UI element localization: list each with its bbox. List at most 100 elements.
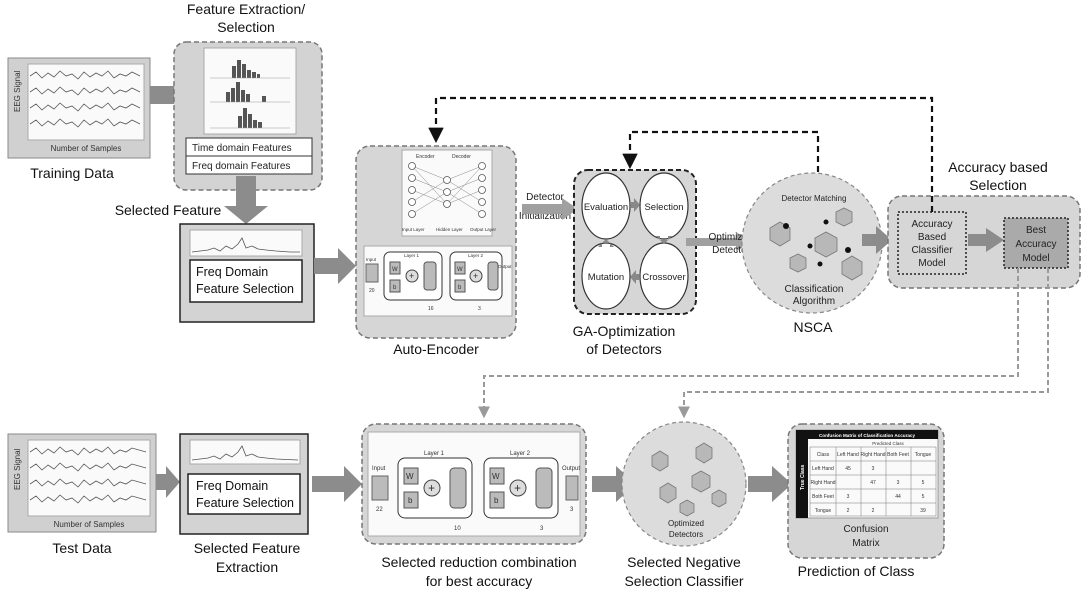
classification-algo-line-2: Algorithm xyxy=(793,296,835,307)
red-plus2: + xyxy=(514,481,521,495)
detector-init-line-2: Initialization xyxy=(519,211,571,222)
selected-extraction-caption-2: Extraction xyxy=(216,559,278,575)
matrix-header-2: Right Hand xyxy=(860,452,885,458)
predicted-class-label: Predicted Class xyxy=(872,441,904,446)
red-layer1-label: Layer 1 xyxy=(424,451,445,457)
ga-arrow-sel-to-cross xyxy=(656,236,672,244)
test-spectrum-line xyxy=(191,445,299,461)
feedback-to-ga xyxy=(622,130,820,172)
optimized-detector-line-2: Detector xyxy=(712,245,750,256)
neural-network-graph xyxy=(411,165,483,215)
best-model-to-classifier xyxy=(678,268,1049,419)
detector-init-line-1: Detector xyxy=(526,192,564,203)
red-out-size: 3 xyxy=(540,526,544,532)
freq-domain-line-2: Feature Selection xyxy=(196,282,294,296)
matrix-header-1: Left Hand xyxy=(837,452,859,458)
nsca-caption: NSCA xyxy=(794,319,834,335)
arrow-nsca-to-accuracy xyxy=(862,226,892,254)
classifier-model-line-2: Based xyxy=(918,232,946,243)
matrix-cell: 3 xyxy=(897,480,900,486)
ae-plus2: + xyxy=(473,271,478,281)
selected-feature-caption: Selected Feature xyxy=(115,202,222,218)
negative-selection-block: Optimized Detectors xyxy=(621,421,747,547)
ga-optimization-block: Evaluation Selection Mutation Crossover xyxy=(573,169,697,315)
red-b1: b xyxy=(408,496,413,505)
matrix-header-4: Tongue xyxy=(915,452,932,458)
ga-caption-2: of Detectors xyxy=(586,341,661,357)
accuracy-title-2: Selection xyxy=(969,177,1027,193)
detector-matching-label: Detector Matching xyxy=(782,194,847,203)
red-b2: b xyxy=(494,496,499,505)
ae-mid-size: 16 xyxy=(428,306,434,312)
matrix-header-3: Both Feet xyxy=(887,452,909,458)
matrix-cell: 45 xyxy=(845,466,851,472)
red-mid-size: 10 xyxy=(454,526,461,532)
arrow-test-to-extraction xyxy=(156,466,180,498)
ae-b2: b xyxy=(458,285,462,291)
feedback-to-autoencoder xyxy=(428,96,934,212)
ga-arrow-mut-to-eval xyxy=(598,239,614,247)
feature-extraction-title-1: Feature Extraction/ xyxy=(187,1,305,17)
optimized-detectors-line-2: Detectors xyxy=(669,530,703,539)
freq-domain-line-1: Freq Domain xyxy=(196,265,268,279)
classification-algo-line-1: Classification xyxy=(785,284,844,295)
ae-input-label: Input xyxy=(366,257,377,262)
matrix-grid xyxy=(809,446,937,517)
auto-encoder-block: Encoder Decoder Input Layer Hidden Layer… xyxy=(355,145,517,339)
red-layer2-label: Layer 2 xyxy=(510,451,531,457)
feature-extraction-title-2: Selection xyxy=(217,19,275,35)
red-input-size: 22 xyxy=(376,507,383,513)
test-freq-domain-line-2: Feature Selection xyxy=(196,496,294,510)
red-w1: W xyxy=(406,472,414,481)
ae-b1: b xyxy=(393,285,397,291)
matrix-title: Confusion Matrix of Classification Accur… xyxy=(819,433,916,438)
samples-axis-label: Number of Samples xyxy=(51,144,122,153)
matched-points xyxy=(783,219,851,267)
arrow-classifier-to-prediction xyxy=(748,466,792,502)
arrow-extraction-to-reduction xyxy=(312,466,362,502)
feature-extraction-block: Time domain Features Freq domain Feature… xyxy=(173,41,323,191)
matrix-cell: 39 xyxy=(920,508,926,514)
optimized-detector-line-1: Optimized xyxy=(708,232,753,243)
red-output-label: Output xyxy=(562,466,580,472)
reduction-caption-2: for best accuracy xyxy=(426,573,533,589)
eeg-waveform-test xyxy=(29,446,147,504)
ae-input-size: 20 xyxy=(369,288,375,294)
matrix-header-0: Class xyxy=(817,452,830,458)
input-layer-label: Input Layer xyxy=(402,227,425,232)
red-input-label: Input xyxy=(372,466,386,472)
nsca-block: Detector Matching Classification Algorit… xyxy=(741,172,883,314)
arrow-selected-to-autoencoder xyxy=(314,248,356,284)
selected-feature-extraction-block: Freq Domain Feature Selection xyxy=(179,433,309,535)
negative-selection-caption-1: Selected Negative xyxy=(627,554,741,570)
test-data-block: EEG Signal Number of Samples xyxy=(7,433,157,533)
matrix-cell: 47 xyxy=(870,480,876,486)
arrow-ga-to-nsca xyxy=(686,232,750,252)
red-out-size-right: 3 xyxy=(570,507,574,513)
prediction-caption: Prediction of Class xyxy=(798,563,915,579)
ae-output-label: Output xyxy=(498,264,512,269)
accuracy-title-1: Accuracy based xyxy=(948,159,1048,175)
matrix-cell: 3 xyxy=(872,466,875,472)
reduction-caption-1: Selected reduction combination xyxy=(381,554,576,570)
ga-arrow-cross-to-mut xyxy=(630,270,639,284)
best-model-to-reduction xyxy=(478,268,1019,419)
test-signal-axis-label: EEG Signal xyxy=(13,448,22,490)
red-w2: W xyxy=(492,472,500,481)
reduction-block: Input 22 Layer 1 W b + Layer 2 W b + Out… xyxy=(361,423,587,545)
training-data-block: EEG Signal Number of Samples xyxy=(7,57,151,159)
ga-arrow-eval-to-sel xyxy=(631,198,640,212)
arrow-extraction-to-selected xyxy=(224,176,268,224)
crossover-label: Crossover xyxy=(642,272,685,283)
matrix-row-0-label: Left Hand xyxy=(812,466,834,472)
matrix-cell: 5 xyxy=(922,480,925,486)
best-model-line-2: Accuracy xyxy=(1015,239,1056,250)
confusion-matrix-line-1: Confusion xyxy=(843,524,888,535)
ae-plus1: + xyxy=(409,271,414,281)
hidden-layer-label: Hidden Layer xyxy=(436,227,463,232)
matrix-cell: 5 xyxy=(922,494,925,500)
test-freq-domain-line-1: Freq Domain xyxy=(196,479,268,493)
eeg-signal-axis-label: EEG Signal xyxy=(13,70,22,112)
ga-caption-1: GA-Optimization xyxy=(573,323,676,339)
